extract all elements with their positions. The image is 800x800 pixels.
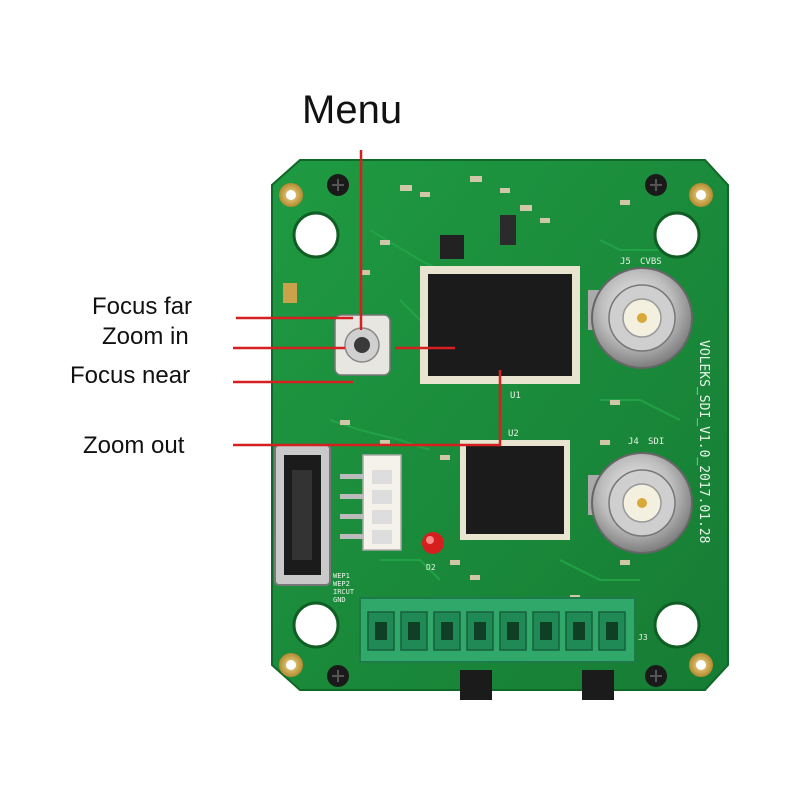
- gold-pads: [279, 183, 713, 677]
- leader-lines: [233, 150, 502, 447]
- silk-j3: J3: [638, 633, 648, 642]
- transistor: [582, 670, 614, 700]
- hdmi-port-icon[interactable]: [274, 444, 331, 586]
- silk-pin: WEP2: [333, 580, 350, 588]
- label-menu: Menu: [302, 88, 403, 132]
- silk-j5-sub: CVBS: [640, 257, 662, 267]
- chip-u2: [466, 446, 564, 534]
- silk-pin: GND: [333, 596, 346, 604]
- capacitor: [283, 283, 297, 303]
- silk-j4-sub: SDI: [648, 437, 664, 447]
- mounting-hole: [292, 601, 340, 649]
- silk-j4: J4: [628, 437, 639, 447]
- silk-u2: U2: [508, 429, 519, 439]
- silk-u1: U1: [510, 391, 521, 401]
- mounting-hole: [292, 211, 340, 259]
- led-icon: [422, 532, 444, 554]
- pin-header: [340, 454, 402, 551]
- terminal-block-icon[interactable]: [359, 597, 636, 663]
- chip-u1: [428, 274, 572, 376]
- silk-pin: WEP1: [333, 572, 350, 580]
- silk-d2: D2: [426, 563, 436, 572]
- transistor: [460, 670, 492, 700]
- label-focus-far: Focus far: [92, 293, 193, 320]
- smd-ic-small: [440, 235, 464, 259]
- label-zoom-out: Zoom out: [83, 432, 185, 459]
- screws: [327, 174, 667, 687]
- silk-pin: IRCUT: [333, 588, 355, 596]
- mounting-holes: [292, 211, 701, 649]
- label-focus-near: Focus near: [70, 362, 191, 389]
- silk-j5: J5: [620, 257, 631, 267]
- mounting-hole: [653, 601, 701, 649]
- bnc-connector-icon[interactable]: [588, 452, 693, 554]
- silk-board-id: VOLEKS_SDI_V1.0_2017.01.28: [696, 340, 711, 544]
- bnc-connector-icon[interactable]: [588, 267, 693, 369]
- smd-ic-tiny: [500, 215, 516, 245]
- joystick-button-icon[interactable]: [334, 314, 391, 376]
- leader-line-zoom-out: [233, 370, 502, 447]
- mounting-hole: [653, 211, 701, 259]
- label-zoom-in: Zoom in: [102, 323, 189, 350]
